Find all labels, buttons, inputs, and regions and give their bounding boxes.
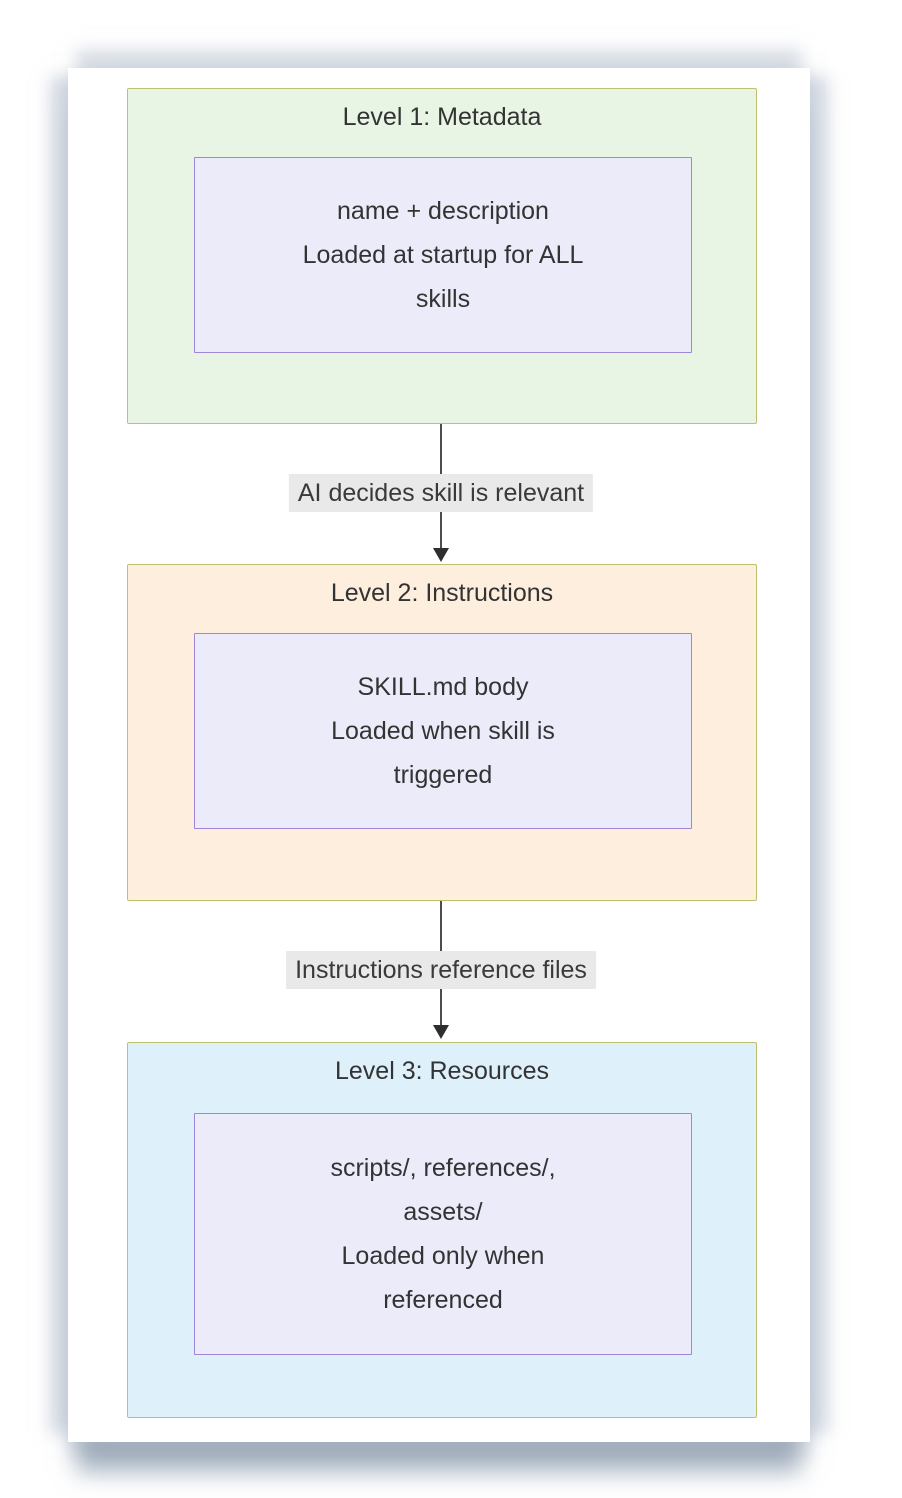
- edge-label: AI decides skill is relevant: [288, 474, 594, 512]
- node-text-line: assets/: [403, 1198, 483, 1226]
- document-card: Level 1: Metadata name + description Loa…: [68, 68, 810, 1442]
- level-3-resources-box: Level 3: Resources scripts/, references/…: [127, 1042, 757, 1418]
- node-text-line: referenced: [383, 1286, 503, 1314]
- edge-metadata-to-instructions: AI decides skill is relevant: [288, 424, 594, 562]
- level-3-node: scripts/, references/, assets/ Loaded on…: [194, 1113, 692, 1355]
- level-1-metadata-box: Level 1: Metadata name + description Loa…: [127, 88, 757, 424]
- level-2-title: Level 2: Instructions: [330, 579, 554, 607]
- arrow-down-icon: [433, 548, 449, 562]
- node-text-line: Loaded when skill is: [331, 717, 555, 745]
- node-text-line: skills: [415, 285, 471, 313]
- level-1-title: Level 1: Metadata: [342, 103, 542, 131]
- level-1-node: name + description Loaded at startup for…: [194, 157, 692, 353]
- edge-instructions-to-resources: Instructions reference files: [286, 901, 596, 1039]
- node-text-line: Loaded only when: [341, 1242, 545, 1270]
- level-3-title: Level 3: Resources: [334, 1057, 549, 1085]
- level-2-node: SKILL.md body Loaded when skill is trigg…: [194, 633, 692, 829]
- node-text-line: triggered: [393, 761, 493, 789]
- node-text-line: Loaded at startup for ALL: [302, 241, 584, 269]
- edge-label: Instructions reference files: [286, 951, 596, 989]
- node-text-line: name + description: [337, 197, 549, 225]
- node-text-line: scripts/, references/,: [330, 1154, 556, 1182]
- skill-levels-flowchart: Level 1: Metadata name + description Loa…: [68, 68, 810, 1442]
- level-2-instructions-box: Level 2: Instructions SKILL.md body Load…: [127, 564, 757, 901]
- arrow-down-icon: [433, 1025, 449, 1039]
- node-text-line: SKILL.md body: [357, 673, 529, 701]
